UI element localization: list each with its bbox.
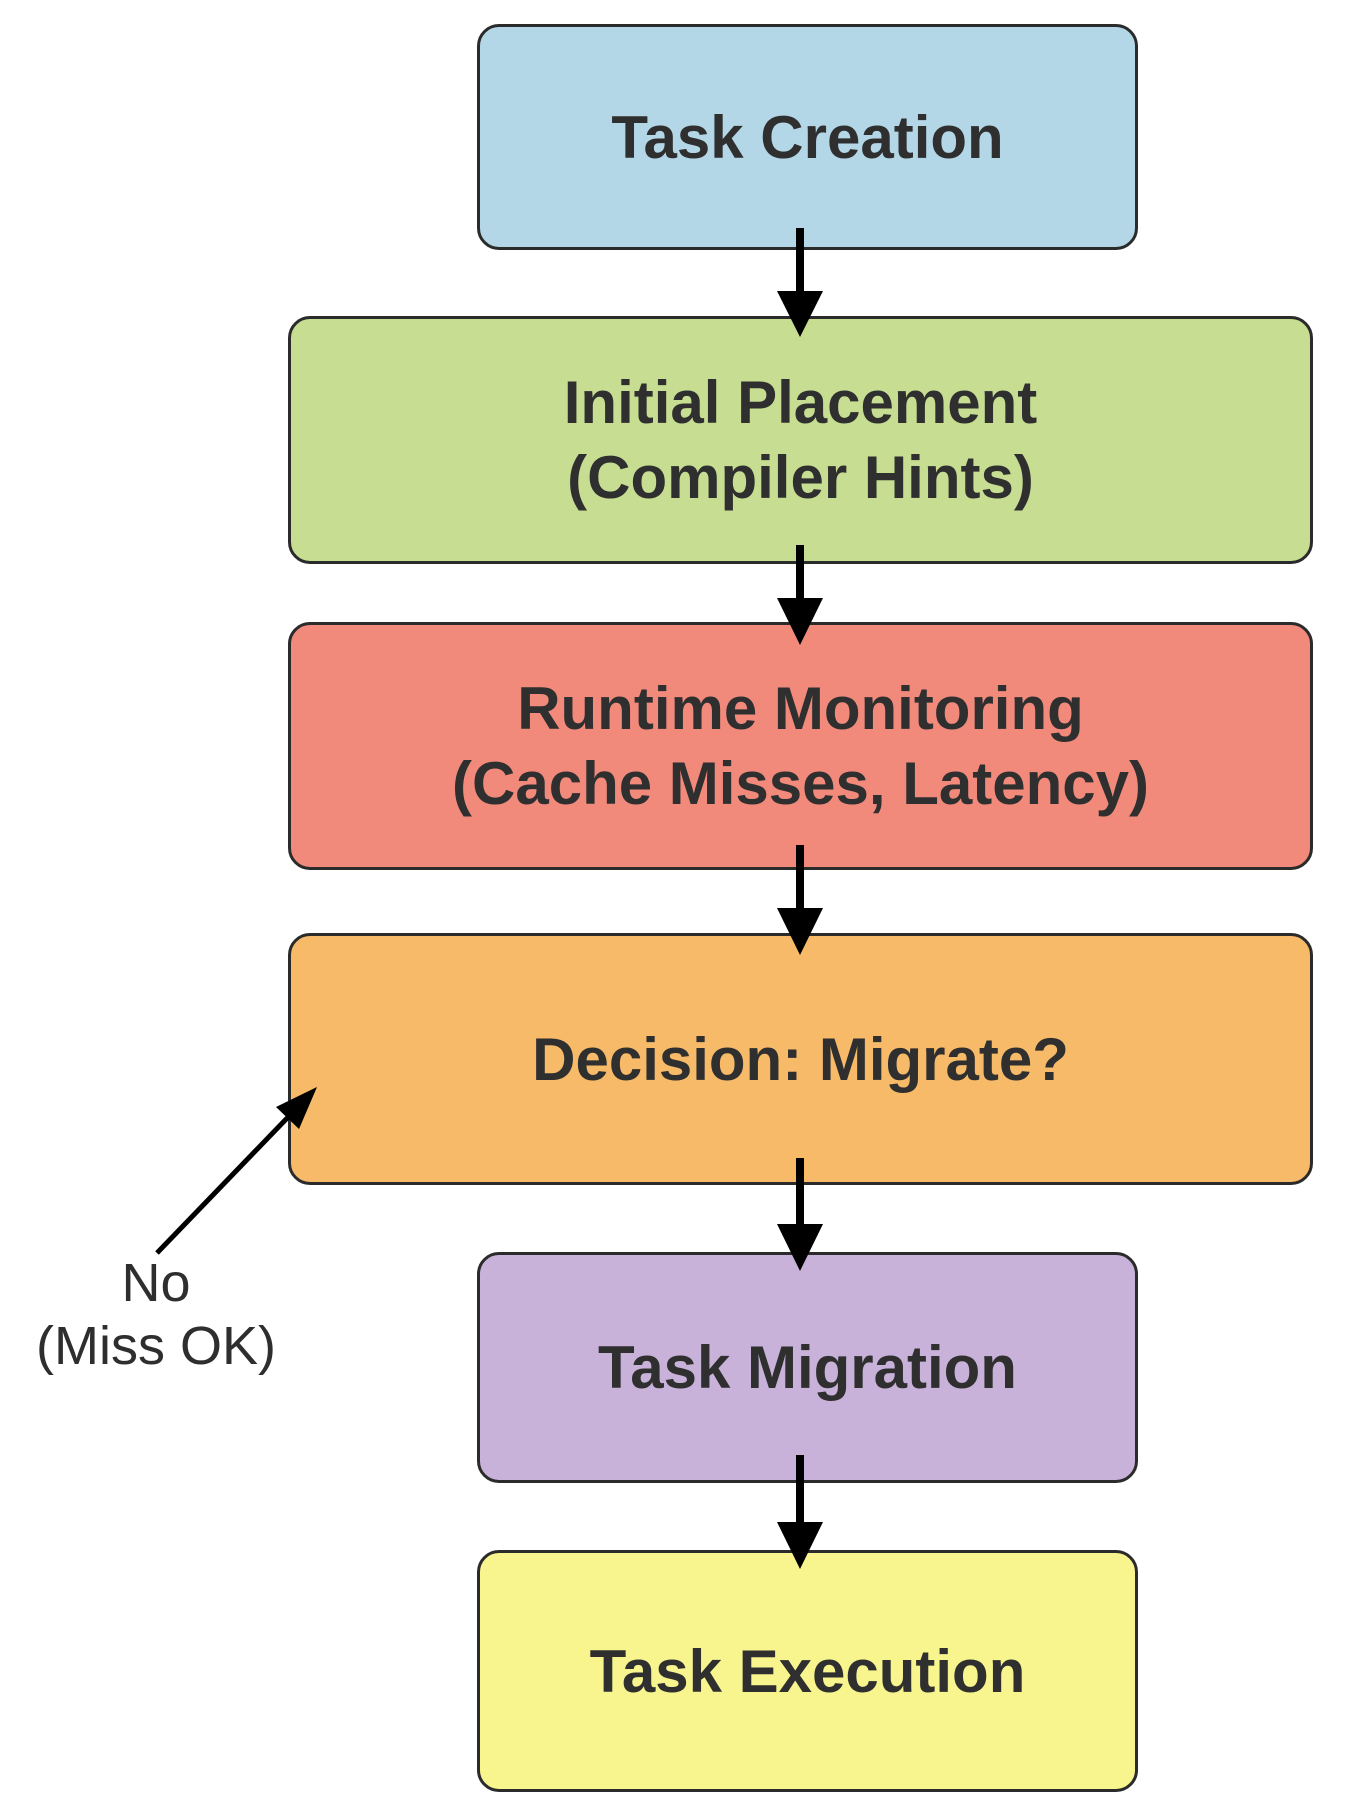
node-task-creation: Task Creation [477, 24, 1138, 250]
node-initial-placement-sublabel: (Compiler Hints) [567, 444, 1034, 511]
node-decision-migrate-label: Decision: Migrate? [532, 1025, 1069, 1093]
node-runtime-monitoring: Runtime Monitoring (Cache Misses, Latenc… [288, 622, 1313, 870]
node-decision-migrate: Decision: Migrate? [288, 933, 1313, 1185]
node-task-migration-label: Task Migration [598, 1334, 1017, 1401]
edge-label-no-line2: (Miss OK) [36, 1316, 276, 1377]
edge-label-no-miss-ok: No (Miss OK) [6, 1252, 306, 1378]
node-task-execution: Task Execution [477, 1550, 1138, 1792]
node-runtime-monitoring-sublabel: (Cache Misses, Latency) [452, 750, 1149, 817]
node-task-creation-label: Task Creation [611, 103, 1004, 171]
node-task-execution-label: Task Execution [589, 1637, 1026, 1705]
node-initial-placement-label: Initial Placement [563, 369, 1038, 436]
node-initial-placement: Initial Placement (Compiler Hints) [288, 316, 1313, 564]
node-runtime-monitoring-label: Runtime Monitoring [517, 675, 1084, 742]
node-task-migration: Task Migration [477, 1252, 1138, 1483]
edge-label-no-line1: No [121, 1253, 191, 1313]
